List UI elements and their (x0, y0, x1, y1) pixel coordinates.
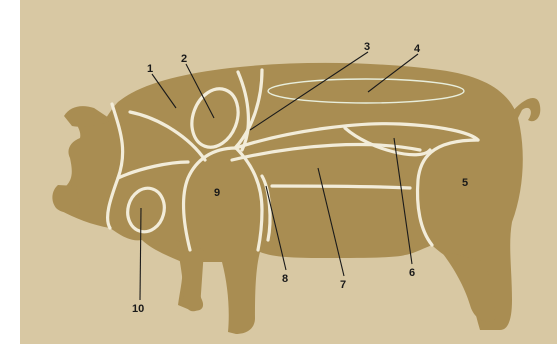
label-8: 8 (282, 273, 288, 285)
label-5: 5 (462, 177, 468, 189)
label-10: 10 (132, 303, 144, 315)
label-7: 7 (340, 279, 346, 291)
label-1: 1 (147, 63, 153, 75)
label-4: 4 (414, 43, 421, 55)
label-9: 9 (214, 187, 220, 199)
label-2: 2 (181, 53, 187, 65)
label-3: 3 (364, 41, 370, 53)
label-6: 6 (409, 267, 415, 279)
left-white-strip (0, 0, 20, 358)
bottom-white-strip (0, 344, 557, 358)
